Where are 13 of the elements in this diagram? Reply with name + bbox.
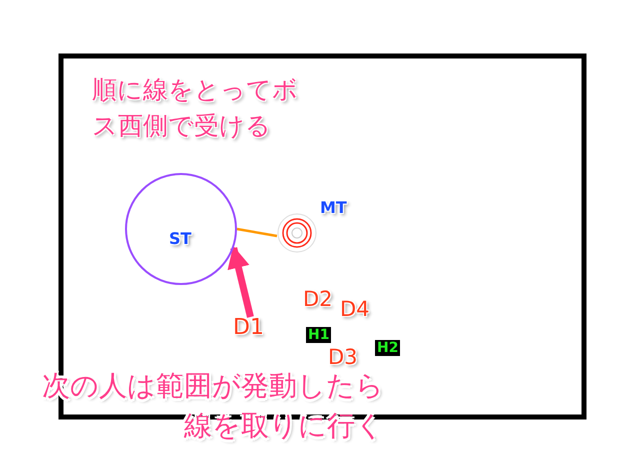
player-label: H2 xyxy=(375,340,400,356)
player-label: D4 xyxy=(340,299,370,320)
player-label: MT xyxy=(320,200,347,216)
pointer-arrow xyxy=(228,246,254,318)
player-label: ST xyxy=(169,231,192,247)
range-circle xyxy=(125,173,237,285)
player-label: D1 xyxy=(233,317,264,339)
player-label: H1 xyxy=(306,327,332,343)
note-text: 順に線をとってボス西側で受ける xyxy=(92,74,299,142)
player-label: D3 xyxy=(328,347,358,368)
player-label: D2 xyxy=(303,289,333,310)
tether-line xyxy=(236,228,278,238)
boss-marker xyxy=(277,213,317,253)
